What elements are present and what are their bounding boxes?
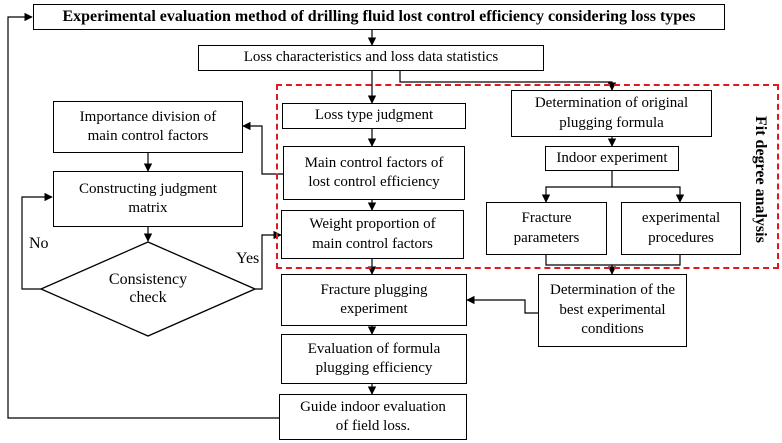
indoor-experiment-text: Indoor experiment [556, 149, 668, 166]
fit-degree-label: Fit degree analysis [752, 116, 769, 243]
original-formula-text: Determination of original plugging formu… [534, 95, 689, 131]
loss-type-judgment-text: Loss type judgment [314, 107, 434, 124]
fracture-parameters-box: Fracture parameters [486, 202, 607, 255]
best-conditions-box: Determination of the best experimental c… [538, 274, 687, 347]
edge-factors-to-importance [242, 121, 283, 175]
weight-proportion-box: Weight proportion of main control factor… [281, 210, 464, 259]
fracture-plugging-box: Fracture plugging experiment [281, 274, 467, 326]
formula-evaluation-box: Evaluation of formula plugging efficienc… [281, 334, 467, 384]
edge-procedures-to-best [612, 255, 681, 266]
edge-check-yes-to-weight [255, 230, 282, 290]
edge-indoor-to-procedures [612, 186, 685, 203]
formula-evaluation-text: Evaluation of formula plugging efficienc… [307, 340, 441, 377]
original-formula-box: Determination of original plugging formu… [511, 90, 712, 137]
weight-proportion-text: Weight proportion of main control factor… [309, 216, 436, 252]
yes-label: Yes [236, 250, 260, 267]
no-label: No [29, 235, 49, 252]
edge-indoor-to-fracture-params [541, 171, 613, 203]
importance-division-text: Importance division of main control fact… [79, 108, 217, 145]
loss-statistics-text: Loss characteristics and loss data stati… [243, 49, 499, 66]
title-text: Experimental evaluation method of drilli… [62, 7, 696, 25]
fracture-parameters-text: Fracture parameters [513, 210, 580, 246]
edge-statistics-to-formula [399, 71, 617, 91]
constructing-matrix-box: Constructing judgment matrix [53, 171, 243, 227]
importance-division-box: Importance division of main control fact… [53, 101, 243, 153]
best-conditions-text: Determination of the best experimental c… [550, 282, 675, 338]
main-control-factors-box: Main control factors of lost control eff… [283, 146, 465, 200]
edge-params-to-best [545, 255, 617, 275]
fit-degree-region [276, 84, 779, 269]
guide-evaluation-box: Guide indoor evaluation of field loss. [279, 394, 467, 440]
consistency-check-text: Consistency check [108, 271, 188, 306]
main-control-factors-text: Main control factors of lost control eff… [304, 154, 444, 191]
edge-check-no-loop [21, 192, 53, 290]
consistency-check-diamond [39, 241, 257, 337]
edge-best-to-plugging [466, 295, 538, 314]
experimental-procedures-text: experimental procedures [641, 210, 721, 246]
indoor-experiment-box: Indoor experiment [545, 146, 679, 171]
title-box: Experimental evaluation method of drilli… [33, 4, 725, 30]
fracture-plugging-text: Fracture plugging experiment [320, 281, 428, 318]
guide-evaluation-text: Guide indoor evaluation of field loss. [300, 398, 446, 435]
edge-guide-to-title-loop [7, 12, 279, 419]
constructing-matrix-text: Constructing judgment matrix [79, 180, 217, 217]
loss-type-judgment-box: Loss type judgment [282, 103, 466, 129]
loss-statistics-box: Loss characteristics and loss data stati… [198, 45, 544, 71]
experimental-procedures-box: experimental procedures [621, 202, 741, 255]
